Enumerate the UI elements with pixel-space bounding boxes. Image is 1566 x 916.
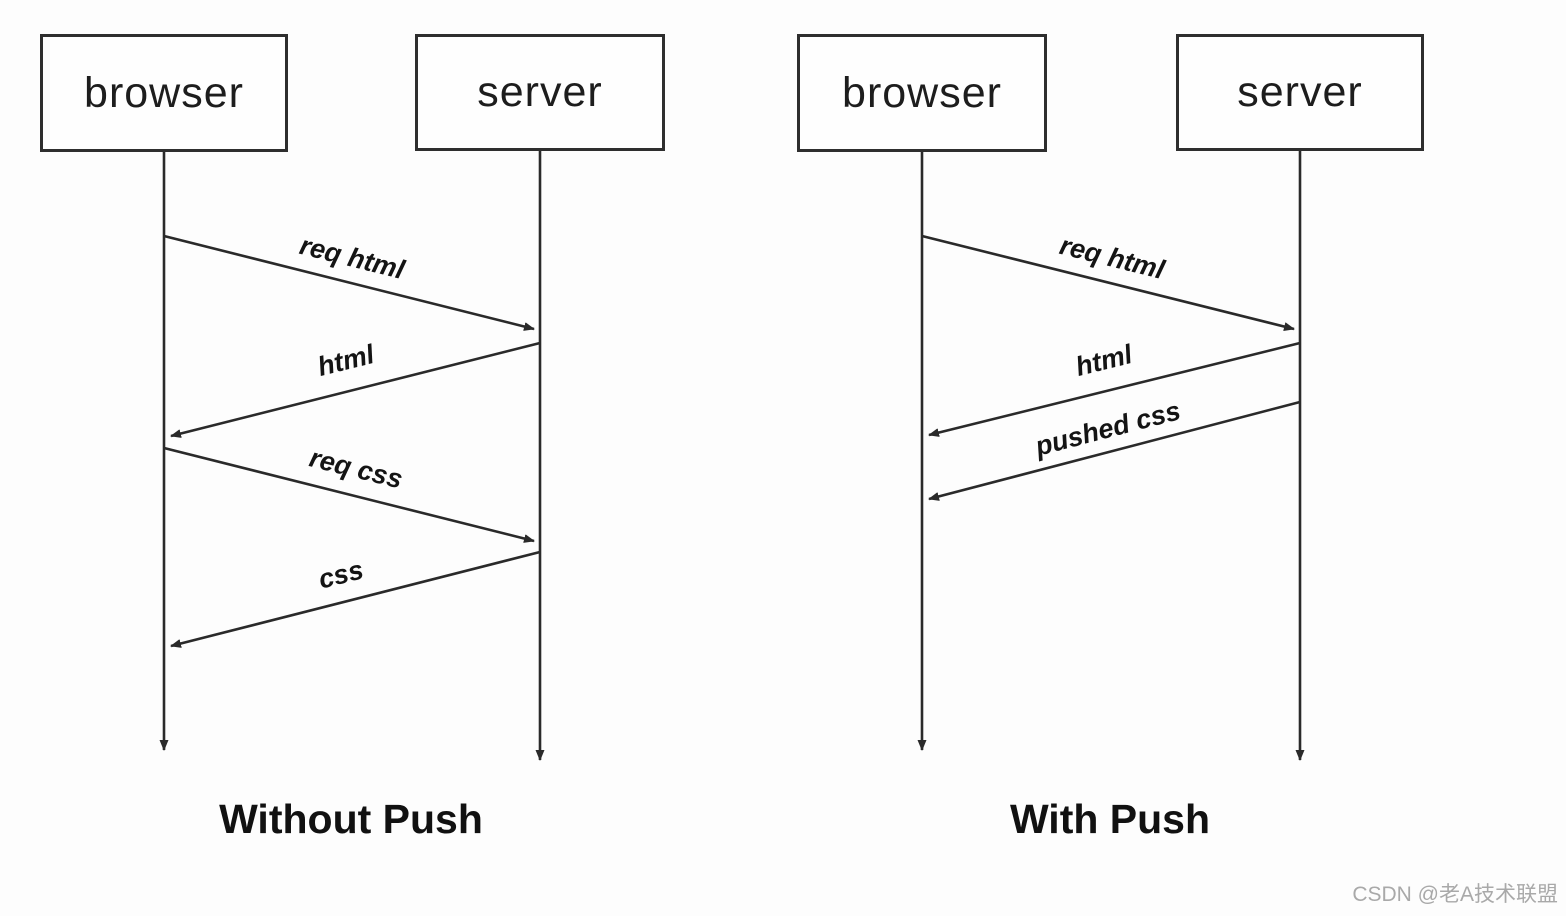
message-arrow-html-left (170, 341, 541, 438)
actor-box-browser-left: browser (40, 34, 288, 152)
caption-without-push: Without Push (219, 796, 483, 842)
actor-box-browser-right: browser (797, 34, 1047, 152)
message-arrow-req-html-right (921, 234, 1295, 331)
message-arrow-css-left (170, 550, 541, 648)
message-arrow-pushed-css-right (928, 400, 1301, 501)
actor-label-browser-right: browser (842, 68, 1002, 117)
message-arrow-req-html-left (163, 234, 535, 331)
actor-label-server-right: server (1237, 68, 1363, 116)
message-arrow-html-right (928, 341, 1301, 437)
caption-with-push: With Push (1009, 796, 1211, 842)
actor-box-server-right: server (1176, 34, 1424, 151)
actor-box-server-left: server (415, 34, 665, 151)
actor-label-browser-left: browser (84, 68, 244, 117)
csdn-watermark: CSDN @老A技术联盟 (1352, 883, 1558, 906)
actor-label-server-left: server (477, 68, 603, 116)
message-arrow-req-css-left (163, 446, 535, 543)
